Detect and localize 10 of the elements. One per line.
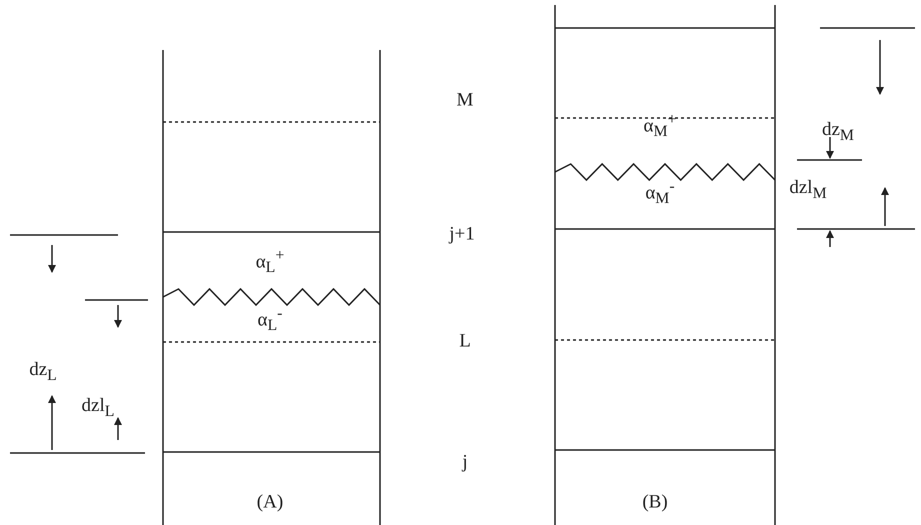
dimension-label: dzl$_{L}$ [82, 396, 114, 420]
panel-label: (A) [256, 492, 284, 512]
panel-label: (B) [642, 492, 668, 512]
dimension-label: dz$_{L}$ [29, 360, 57, 384]
layer-label: M [456, 90, 474, 110]
layer-label: j [462, 452, 468, 472]
layer-label: j+1 [449, 224, 475, 244]
layer-label: L [459, 332, 471, 350]
dimension-label: dzl$_{M}$ [789, 178, 827, 202]
dimension-label: dz$_{M}$ [822, 120, 854, 144]
